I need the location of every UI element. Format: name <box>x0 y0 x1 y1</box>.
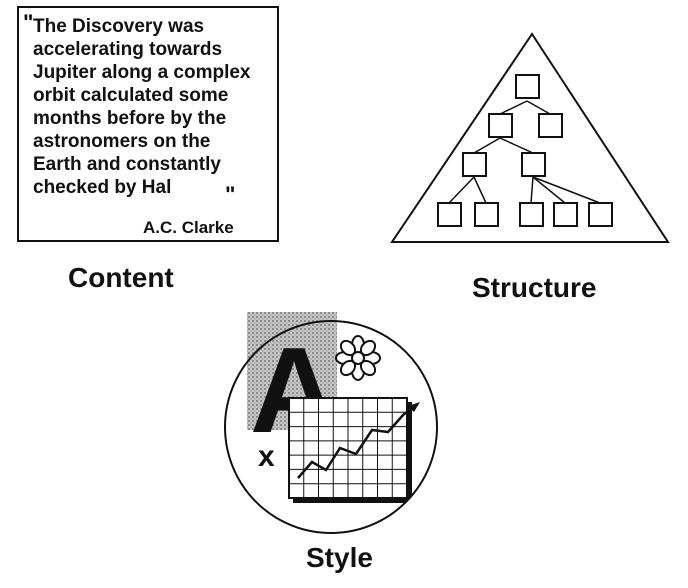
quote-line: orbit calculated some <box>33 85 229 106</box>
tree-node <box>488 113 513 138</box>
quote-line: astronomers on the <box>33 131 211 152</box>
tree-node <box>588 202 613 227</box>
tree-node <box>515 74 540 99</box>
quote-line: accelerating towards <box>33 39 223 60</box>
structure-triangle <box>390 32 670 243</box>
style-label: Style <box>306 542 373 573</box>
tree-node <box>538 113 563 138</box>
tree-edge <box>473 137 501 154</box>
quote-author: A.C. Clarke <box>143 218 234 237</box>
chart-grid-icon <box>288 397 420 503</box>
flower-icon <box>335 335 381 381</box>
style-letter-x: x <box>258 440 275 473</box>
tree-edge <box>530 176 534 204</box>
content-label: Content <box>68 262 174 293</box>
quote-close-mark: " <box>225 182 236 207</box>
tree-edge <box>499 137 534 154</box>
quote-line: Earth and constantly <box>33 154 221 175</box>
quote-line: The Discovery was <box>33 16 205 37</box>
tree-node <box>519 202 544 227</box>
style-circle <box>224 320 438 534</box>
quote-line: months before by the <box>33 108 227 129</box>
tree-node <box>437 202 462 227</box>
tree-node <box>521 152 546 177</box>
quote-line: Jupiter along a complex <box>33 62 251 83</box>
structure-label: Structure <box>472 272 597 303</box>
quote-open-mark: " <box>23 10 34 35</box>
style-letter-a: A <box>250 322 338 458</box>
quote-line: checked by Hal <box>33 177 172 198</box>
texture-patch <box>247 312 337 430</box>
tree-node <box>462 152 487 177</box>
tree-edge <box>499 100 528 115</box>
tree-edge <box>532 176 566 204</box>
quote-box: " The Discovery was accelerating towards… <box>17 6 279 242</box>
tree-edge <box>526 100 551 115</box>
tree-node <box>553 202 578 227</box>
tree-edge <box>448 176 475 204</box>
tree-node <box>474 202 499 227</box>
tree-edge <box>532 176 601 204</box>
tree-edge <box>473 176 487 204</box>
